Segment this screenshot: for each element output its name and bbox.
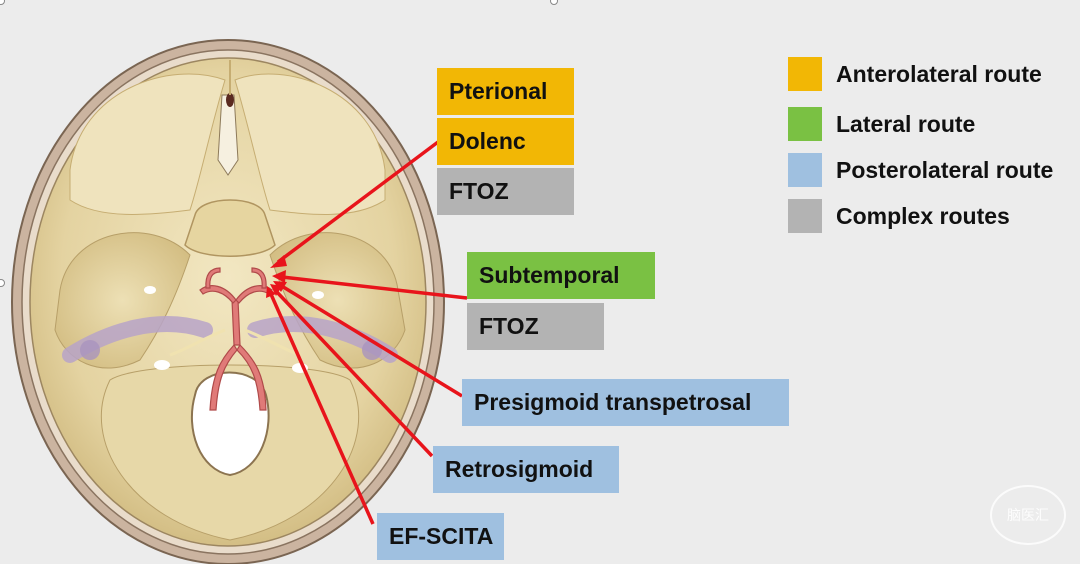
legend-label: Complex routes	[836, 202, 1010, 229]
legend-swatch	[788, 107, 822, 141]
legend-item-complex: Complex routes	[788, 198, 1010, 234]
legend-item-anterolateral: Anterolateral route	[788, 56, 1042, 92]
label-presigmoid-text: Presigmoid transpetrosal	[474, 389, 752, 415]
label-retrosigmoid: Retrosigmoid	[433, 446, 619, 493]
label-subtemporal: Subtemporal	[467, 252, 655, 299]
watermark-text: 脑医汇	[1007, 507, 1049, 523]
frame-handle	[0, 279, 5, 287]
arrow-head	[272, 270, 286, 283]
legend-item-lateral: Lateral route	[788, 106, 975, 142]
right-middle-fossa	[269, 232, 406, 369]
label-ftoz-top-text: FTOZ	[449, 178, 509, 204]
watermark-logo: 脑医汇	[990, 485, 1066, 545]
left-cochlea	[80, 340, 100, 360]
label-pterional-text: Pterional	[449, 78, 548, 104]
arrow-dolenc-route	[276, 140, 440, 264]
legend-label: Anterolateral route	[836, 60, 1042, 87]
frame-handle	[550, 0, 558, 5]
arrow-presigmoid-route	[279, 283, 463, 398]
label-subtemporal-text: Subtemporal	[479, 262, 620, 288]
crista-galli	[217, 94, 239, 176]
left-cranial-nerves	[169, 328, 226, 357]
arrow-efscita-route	[268, 291, 375, 525]
legend-swatch	[788, 153, 822, 187]
legend-item-posterolateral: Posterolateral route	[788, 152, 1053, 188]
label-presigmoid: Presigmoid transpetrosal	[462, 379, 789, 426]
left-pca	[199, 285, 237, 304]
arrow-subtemporal-route	[281, 275, 468, 300]
left-vertebral-artery	[209, 344, 238, 411]
vertebrobasilar-arteries	[199, 267, 273, 411]
label-retrosigmoid-text: Retrosigmoid	[445, 456, 594, 482]
foramen-cecum	[226, 93, 234, 107]
arrow-head	[270, 284, 282, 296]
left-pcom	[205, 267, 221, 289]
basilar-artery	[231, 299, 241, 346]
label-ftoz-mid: FTOZ	[467, 303, 604, 350]
frame-handle	[0, 0, 5, 5]
label-dolenc-text: Dolenc	[449, 128, 526, 154]
left-jugular-foramen	[154, 360, 170, 370]
label-efscita-text: EF-SCITA	[389, 523, 494, 549]
legend-label: Lateral route	[836, 110, 976, 137]
right-pcom	[251, 267, 267, 289]
legend-swatch	[788, 57, 822, 91]
legend-label: Posterolateral route	[836, 156, 1054, 183]
arrow-retrosigmoid-route	[273, 288, 434, 458]
legend-swatch	[788, 199, 822, 233]
arrow-heads	[266, 255, 287, 298]
arrow-head	[266, 286, 276, 298]
right-vertebral-artery	[236, 344, 267, 411]
left-foramen-ovale	[144, 286, 156, 294]
label-ftoz-top: FTOZ	[437, 168, 574, 215]
label-dolenc: Dolenc	[437, 118, 574, 165]
label-pterional: Pterional	[437, 68, 574, 115]
right-anterior-fossa	[234, 73, 386, 215]
label-efscita: EF-SCITA	[377, 513, 504, 560]
label-ftoz-mid-text: FTOZ	[479, 313, 539, 339]
left-middle-fossa	[54, 232, 191, 369]
arrow-head	[270, 255, 287, 268]
left-anterior-fossa	[69, 73, 226, 215]
route-arrows	[268, 140, 468, 525]
right-foramen-ovale	[312, 291, 324, 299]
sella-turcica	[184, 199, 276, 257]
